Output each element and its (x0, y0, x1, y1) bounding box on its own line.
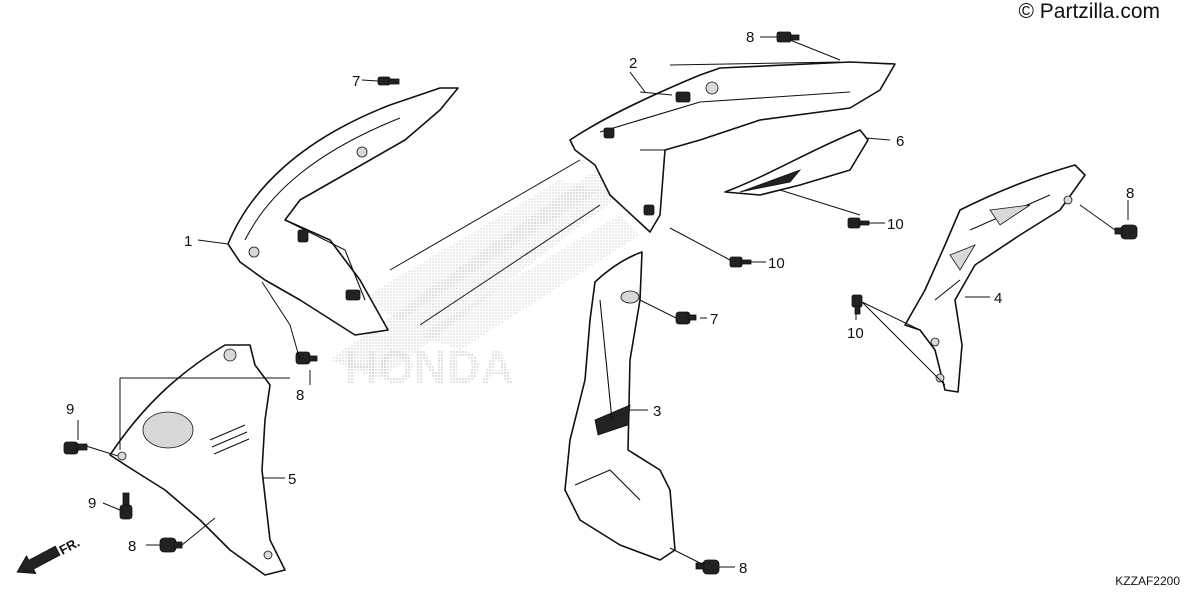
bolt-7b-icon (675, 311, 697, 325)
part-3-lower-cover[interactable] (564, 251, 676, 561)
screw-10c-icon (851, 294, 863, 315)
part-5-under-cover[interactable] (109, 344, 286, 576)
part-4-right-shroud[interactable] (904, 164, 1086, 393)
callout-6: 6 (896, 133, 904, 150)
callout-8e: 8 (739, 560, 747, 577)
callout-9a: 9 (66, 401, 74, 418)
bolt-8a-icon (776, 31, 800, 43)
bolt-8d-icon (159, 537, 183, 553)
screw-10b-icon (729, 256, 752, 268)
part-2-upper-cover[interactable] (569, 61, 896, 233)
callout-4: 4 (994, 290, 1002, 307)
callout-10b: 10 (768, 255, 785, 272)
screw-9b-icon (119, 492, 133, 520)
screw-10a-icon (847, 217, 870, 229)
copyright-watermark: © Partzilla.com (1018, 0, 1160, 23)
callout-8b: 8 (1126, 185, 1134, 202)
callout-7a: 7 (352, 73, 360, 90)
callout-3: 3 (653, 403, 661, 420)
bolt-8c-icon (295, 351, 318, 365)
callout-8d: 8 (128, 538, 136, 555)
honda-text-watermark: HONDA (345, 341, 514, 393)
callout-8a: 8 (746, 29, 754, 46)
front-arrow-icon: FR. (16, 535, 83, 574)
callout-7b: 7 (710, 311, 718, 328)
callouts: 7 8 2 6 10 10 1 8 4 10 7 8 3 9 5 9 8 8 (66, 29, 1134, 577)
part-6-small-panel[interactable] (724, 129, 869, 196)
front-label: FR. (57, 535, 83, 558)
bolt-7a-icon (377, 76, 400, 86)
leader-lines (77, 36, 1129, 568)
bolt-8b-icon (1114, 224, 1138, 240)
bolt-8e-icon (695, 559, 720, 575)
callout-8c: 8 (296, 387, 304, 404)
callout-1: 1 (184, 233, 192, 250)
part-1-left-shroud[interactable] (227, 87, 459, 336)
diagram-code: KZZAF2200 (1115, 574, 1180, 588)
callout-10a: 10 (887, 216, 904, 233)
callout-10c: 10 (847, 325, 864, 342)
callout-9b: 9 (88, 495, 96, 512)
honda-wing-watermark: HONDA (330, 160, 640, 393)
callout-5: 5 (288, 471, 296, 488)
fasteners (63, 31, 1138, 575)
screw-9a-icon (63, 441, 88, 455)
callout-2: 2 (629, 55, 637, 72)
